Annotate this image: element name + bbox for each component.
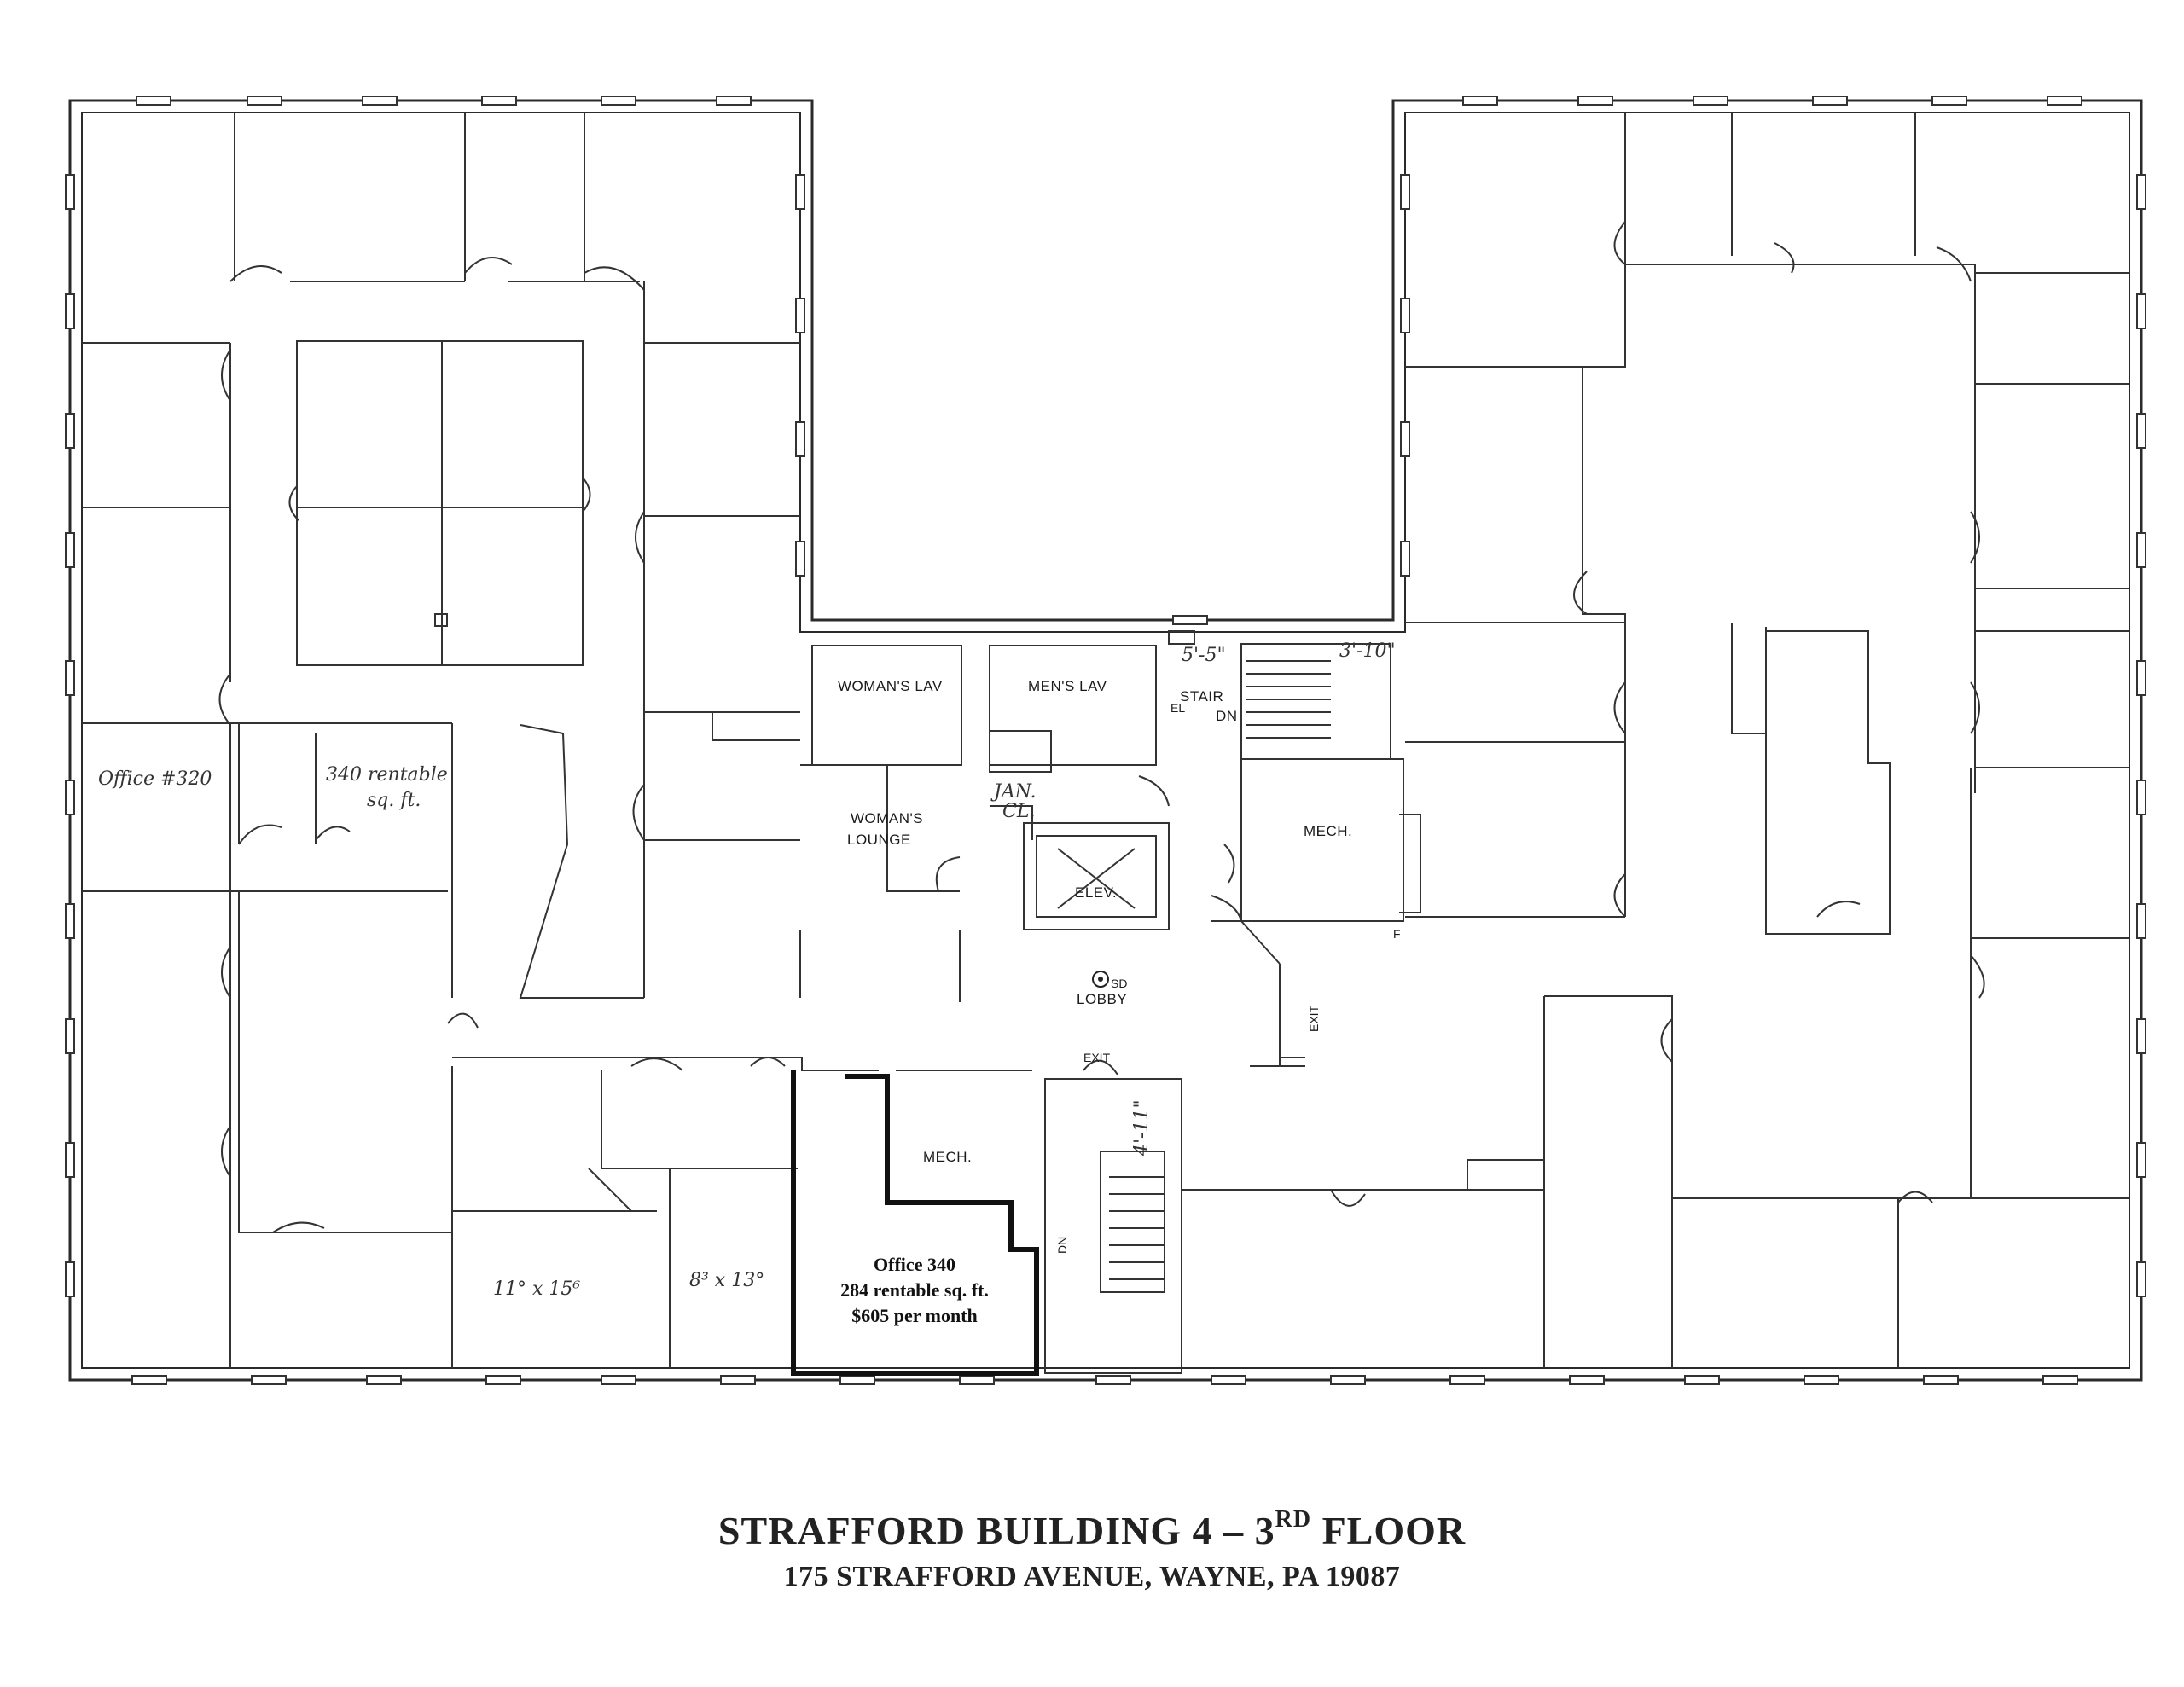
womans-lav-label: WOMAN'S LAV: [838, 678, 943, 694]
center-core: [799, 630, 1404, 1374]
lobby-label: LOBBY: [1077, 991, 1127, 1007]
jan-cl-label-1: JAN.: [990, 781, 1037, 803]
listing-office: Office 340: [874, 1254, 956, 1275]
west-wing-walls: [82, 113, 1032, 1368]
office-340-outline[interactable]: [791, 1070, 1039, 1376]
exterior-walls: [68, 99, 2143, 1382]
door-swings: [218, 221, 1985, 1233]
fire-extinguisher-label: F: [1393, 927, 1401, 941]
plan-title: STRAFFORD BUILDING 4 – 3RD FLOOR: [0, 1506, 2184, 1553]
womans-lounge-label-2: LOUNGE: [847, 832, 911, 848]
rentable-340-note-1: 340 rentable: [326, 764, 448, 786]
room-dim-a: 11° x 15⁶: [493, 1278, 580, 1300]
listing-rent: $605 per month: [851, 1305, 978, 1326]
stair-dn-lower-label: DN: [1055, 1237, 1069, 1254]
listing-area: 284 rentable sq. ft.: [840, 1279, 989, 1301]
jan-cl-label-2: CL.: [1002, 801, 1035, 822]
plan-address: 175 STRAFFORD AVENUE, WAYNE, PA 19087: [783, 1561, 1401, 1592]
title-superscript: RD: [1275, 1506, 1312, 1533]
exit-label-right: EXIT: [1307, 1005, 1321, 1032]
stair-dim-right: 3'-10": [1339, 641, 1396, 662]
mech-upper-label: MECH.: [1304, 823, 1352, 839]
elevator-label: ELEV.: [1075, 884, 1117, 901]
womans-lounge-label-1: WOMAN'S: [851, 810, 923, 826]
mech-lower-label: MECH.: [923, 1149, 972, 1165]
exit-label-lower: EXIT: [1083, 1051, 1111, 1064]
office-320-note: Office #320: [98, 768, 212, 790]
windows: [65, 96, 2146, 1385]
title-prefix: STRAFFORD BUILDING 4 – 3: [717, 1509, 1275, 1552]
stair-dim-lower: 4'-11": [1131, 1099, 1153, 1157]
east-wing-walls: [1182, 113, 2129, 1368]
stair-label: STAIR: [1180, 688, 1223, 704]
el-label: EL: [1170, 701, 1185, 715]
smoke-detector-icon: [1092, 971, 1109, 988]
room-dim-b: 8³ x 13°: [689, 1270, 764, 1291]
smoke-detector-dot: [1098, 977, 1103, 982]
stair-dim-left: 5'-5": [1182, 645, 1226, 666]
title-suffix: FLOOR: [1311, 1509, 1467, 1552]
sd-label: SD: [1111, 977, 1127, 990]
stair-dn-label: DN: [1216, 708, 1238, 724]
mens-lav-label: MEN'S LAV: [1028, 678, 1107, 694]
rentable-340-note-2: sq. ft.: [367, 790, 421, 811]
